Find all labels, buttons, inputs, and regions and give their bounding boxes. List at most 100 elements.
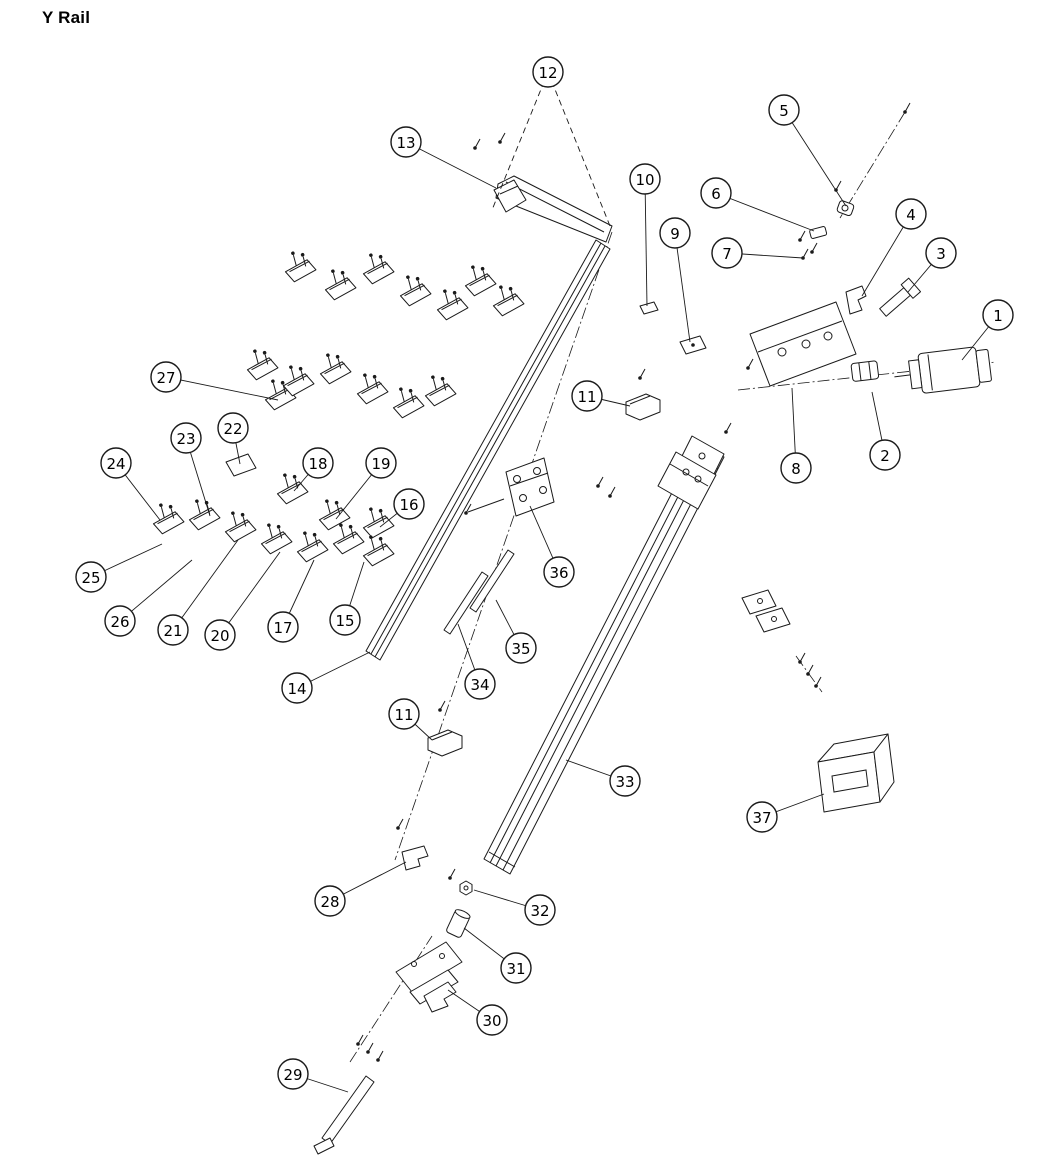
balloon-number-26: 26	[110, 613, 129, 631]
balloon-number-19: 19	[371, 455, 390, 473]
screw-part	[797, 230, 806, 243]
balloon-circle-27	[150, 361, 182, 393]
leader-line-12	[491, 71, 549, 211]
balloon-17: 17	[267, 611, 299, 643]
balloon-12: 12	[532, 56, 564, 88]
leader-line-4	[861, 213, 912, 297]
part-carriage-block	[657, 435, 725, 510]
balloon-circle-15	[329, 604, 361, 636]
screw-part	[809, 242, 818, 255]
part-34-strip	[443, 571, 489, 635]
screw-part	[745, 358, 754, 371]
balloon-number-9: 9	[670, 225, 680, 243]
leader-line-13	[405, 141, 497, 189]
balloon-number-1: 1	[993, 307, 1003, 325]
balloon-25: 25	[75, 561, 107, 593]
balloon-20: 20	[204, 619, 236, 651]
small-bracket-part	[280, 246, 319, 284]
balloon-number-32: 32	[530, 902, 549, 920]
balloon-10: 10	[629, 163, 661, 195]
small-bracket-part	[488, 280, 527, 318]
balloon-21: 21	[157, 614, 189, 646]
small-bracket-part	[395, 270, 434, 308]
balloon-circle-28	[314, 885, 346, 917]
part-22-bracket	[225, 453, 257, 477]
balloon-circle-26	[104, 605, 136, 637]
balloon-11: 11	[388, 698, 420, 730]
part-8-bracket-plate	[749, 301, 857, 387]
balloon-circle-11	[388, 698, 420, 730]
leader-line-21	[172, 539, 239, 631]
balloon-circle-7	[711, 237, 743, 269]
balloon-36: 36	[543, 556, 575, 588]
balloon-circle-21	[157, 614, 189, 646]
balloon-number-3: 3	[936, 245, 946, 263]
screw-part	[607, 486, 616, 499]
balloon-26: 26	[104, 605, 136, 637]
balloon-number-22: 22	[223, 420, 242, 438]
balloon-27: 27	[150, 361, 182, 393]
center-line-screw-axis	[839, 111, 906, 219]
balloon-circle-32	[524, 894, 556, 926]
balloon-circle-11	[571, 380, 603, 412]
part-14-guide-rail	[365, 239, 611, 661]
balloon-14: 14	[281, 672, 313, 704]
leader-line-9	[674, 232, 691, 343]
part-35-strip	[469, 549, 515, 613]
balloon-number-17: 17	[273, 619, 292, 637]
balloon-circle-1	[982, 299, 1014, 331]
leader-line-5	[783, 109, 847, 207]
balloon-number-35: 35	[511, 640, 530, 658]
balloon-3: 3	[925, 237, 957, 269]
leader-line-12	[547, 71, 611, 227]
small-bracket-part	[460, 260, 499, 298]
balloon-circle-34	[464, 668, 496, 700]
page-title: Y Rail	[42, 8, 91, 27]
balloon-5: 5	[768, 94, 800, 126]
part-11-bracket-b	[427, 729, 463, 757]
balloon-8: 8	[780, 452, 812, 484]
part-4-clamp	[845, 285, 867, 315]
balloon-circle-35	[505, 632, 537, 664]
small-bracket-part	[320, 264, 359, 302]
balloon-circle-23	[170, 422, 202, 454]
balloon-circle-33	[609, 765, 641, 797]
small-bracket-part	[272, 468, 311, 506]
balloon-number-15: 15	[335, 612, 354, 630]
balloon-number-37: 37	[752, 809, 771, 827]
balloon-circle-6	[700, 177, 732, 209]
small-bracket-part	[358, 248, 397, 286]
leader-lines-layer	[90, 71, 999, 1093]
balloon-number-23: 23	[176, 430, 195, 448]
part-6-plate	[809, 226, 828, 239]
small-bracket-part	[148, 498, 187, 536]
balloon-34: 34	[464, 668, 496, 700]
balloon-11: 11	[571, 380, 603, 412]
balloon-number-4: 4	[906, 206, 916, 224]
balloon-circle-13	[390, 126, 422, 158]
small-bracket-part	[358, 530, 397, 568]
balloon-24: 24	[100, 447, 132, 479]
balloon-18: 18	[302, 447, 334, 479]
balloon-circle-31	[500, 952, 532, 984]
balloon-number-6: 6	[711, 185, 721, 203]
balloon-circle-24	[100, 447, 132, 479]
small-bracket-part	[358, 502, 397, 540]
balloon-35: 35	[505, 632, 537, 664]
balloon-7: 7	[711, 237, 743, 269]
screw-part	[472, 138, 481, 151]
small-bracket-part	[184, 494, 223, 532]
balloon-circle-18	[302, 447, 334, 479]
balloon-23: 23	[170, 422, 202, 454]
small-bracket-part	[315, 348, 354, 386]
part-mid-assembly	[741, 589, 823, 693]
small-bracket-part	[388, 382, 427, 420]
leader-line-26	[119, 559, 193, 622]
balloon-number-5: 5	[779, 102, 789, 120]
balloon-1: 1	[982, 299, 1014, 331]
balloon-number-14: 14	[287, 680, 306, 698]
balloon-29: 29	[277, 1058, 309, 1090]
balloon-circle-20	[204, 619, 236, 651]
screw-part	[813, 676, 822, 689]
